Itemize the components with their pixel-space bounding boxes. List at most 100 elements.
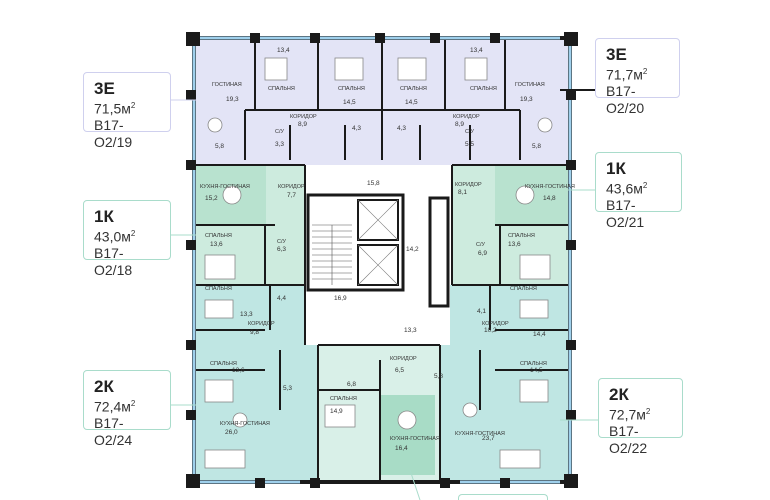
- stair-core: [306, 193, 405, 292]
- columns: [186, 32, 578, 488]
- room-area: 19,3: [520, 96, 533, 103]
- apartment-type: 1К: [94, 207, 114, 226]
- apartment-card-3e-right[interactable]: 3Е 71,7м2 В17-О2/20: [595, 38, 680, 116]
- room-area: 10,2: [484, 327, 497, 334]
- room-area: 13,6: [210, 241, 223, 248]
- area-unit: м: [121, 398, 131, 415]
- apartment-card-1k-right[interactable]: 1К 43,6м2 В17-О2/21: [595, 152, 682, 230]
- apartment-type: 2К: [94, 377, 114, 396]
- room-areas: 19,3 13,4 14,5 14,5 13,4 19,3 5,8 3,3 8,…: [205, 47, 556, 452]
- room-area: 16,9: [334, 295, 347, 302]
- room-area: 14,4: [533, 331, 546, 338]
- room-area: 14,2: [406, 246, 419, 253]
- stair-steps: [312, 224, 352, 285]
- apartment-area: 43,6: [606, 180, 634, 197]
- room-area: 5,5: [465, 141, 474, 148]
- lift-shaft-2: [357, 244, 399, 286]
- room-area: 19,3: [226, 96, 239, 103]
- room-label: КУХНЯ-ГОСТИНАЯ: [220, 421, 270, 427]
- apartment-code: В17-О2/21: [606, 196, 645, 230]
- room-area: 8,9: [455, 121, 464, 128]
- room-label: СПАЛЬНЯ: [268, 86, 295, 92]
- apartment-code: В17-О2/24: [94, 414, 133, 448]
- core-shaft-right: [428, 196, 450, 308]
- apartment-code: В17-О2/19: [94, 116, 133, 150]
- room-area: 6,5: [395, 367, 404, 374]
- room-area: 5,8: [532, 143, 541, 150]
- room-area: 7,7: [287, 192, 296, 199]
- room-area: 5,8: [434, 373, 443, 380]
- area-unit: м: [636, 406, 646, 423]
- apartment-card-2k-right[interactable]: 2К 72,7м2 В17-О2/22: [598, 378, 683, 456]
- room-area: 14,5: [530, 367, 543, 374]
- room-area: 6,8: [347, 381, 356, 388]
- room-area: 4,3: [352, 125, 361, 132]
- room-area: 8,1: [458, 189, 467, 196]
- room-area: 13,6: [232, 367, 245, 374]
- room-label: СПАЛЬНЯ: [470, 86, 497, 92]
- room-area: 5,3: [283, 385, 292, 392]
- room-area: 15,8: [367, 180, 380, 187]
- room-label: СПАЛЬНЯ: [210, 361, 237, 367]
- room-label: СПАЛЬНЯ: [205, 233, 232, 239]
- room-label: ГОСТИНАЯ: [212, 82, 242, 88]
- apartment-card-1k-left[interactable]: 1К 43,0м2 В17-О2/18: [83, 200, 171, 278]
- apartment-type: 3Е: [94, 79, 115, 98]
- apartment-area: 72,4: [94, 398, 122, 415]
- room-label: СПАЛЬНЯ: [508, 233, 535, 239]
- apartment-area: 71,7: [606, 66, 634, 83]
- apartment-card-partial-bottom[interactable]: [458, 494, 548, 500]
- room-label: ГОСТИНАЯ: [515, 82, 545, 88]
- room-label: КОРИДОР: [482, 321, 509, 327]
- apartment-area: 72,7: [609, 406, 637, 423]
- room-label: КОРИДОР: [290, 114, 317, 120]
- room-area: 13,6: [508, 241, 521, 248]
- room-label: КУХНЯ-ГОСТИНАЯ: [390, 436, 440, 442]
- room-label: С/У: [476, 242, 486, 248]
- room-area: 15,2: [205, 195, 218, 202]
- apartment-type: 3Е: [606, 45, 627, 64]
- room-area: 4,4: [277, 295, 286, 302]
- room-area: 9,8: [250, 329, 259, 336]
- leader-lines: [170, 89, 598, 500]
- room-area: 6,3: [277, 246, 286, 253]
- room-label: КОРИДОР: [390, 356, 417, 362]
- room-area: 3,3: [275, 141, 284, 148]
- room-label: СПАЛЬНЯ: [330, 396, 357, 402]
- apartment-type: 2К: [609, 385, 629, 404]
- area-unit: м: [121, 228, 131, 245]
- room-area: 16,4: [395, 445, 408, 452]
- room-label: КУХНЯ-ГОСТИНАЯ: [200, 184, 250, 190]
- room-area: 14,9: [330, 408, 343, 415]
- area-unit: м: [633, 66, 643, 83]
- room-label: КУХНЯ-ГОСТИНАЯ: [455, 431, 505, 437]
- room-label: КОРИДОР: [455, 182, 482, 188]
- room-area: 14,5: [405, 99, 418, 106]
- room-label: С/У: [465, 129, 475, 135]
- room-area: 8,9: [298, 121, 307, 128]
- apartment-card-2k-left[interactable]: 2К 72,4м2 В17-О2/24: [83, 370, 171, 448]
- room-label: КОРИДОР: [248, 321, 275, 327]
- room-area: 26,0: [225, 429, 238, 436]
- room-area: 13,3: [240, 311, 253, 318]
- room-label: СПАЛЬНЯ: [400, 86, 427, 92]
- room-area: 14,8: [543, 195, 556, 202]
- room-label: С/У: [277, 239, 287, 245]
- room-area: 6,9: [478, 250, 487, 257]
- apartment-type: 1К: [606, 159, 626, 178]
- room-area: 13,4: [470, 47, 483, 54]
- apartment-area: 43,0: [94, 228, 122, 245]
- apartment-code: В17-О2/20: [606, 82, 645, 116]
- room-area: 14,5: [343, 99, 356, 106]
- apartment-card-3e-left[interactable]: 3Е 71,5м2 В17-О2/19: [83, 72, 171, 150]
- area-unit: м: [633, 180, 643, 197]
- room-label: СПАЛЬНЯ: [205, 286, 232, 292]
- lift-shaft-1: [357, 199, 399, 241]
- room-label: СПАЛЬНЯ: [338, 86, 365, 92]
- room-area: 13,3: [404, 327, 417, 334]
- room-label: КОРИДОР: [278, 184, 305, 190]
- apartment-code: В17-О2/22: [609, 422, 648, 456]
- room-label: СПАЛЬНЯ: [510, 286, 537, 292]
- room-area: 5,8: [215, 143, 224, 150]
